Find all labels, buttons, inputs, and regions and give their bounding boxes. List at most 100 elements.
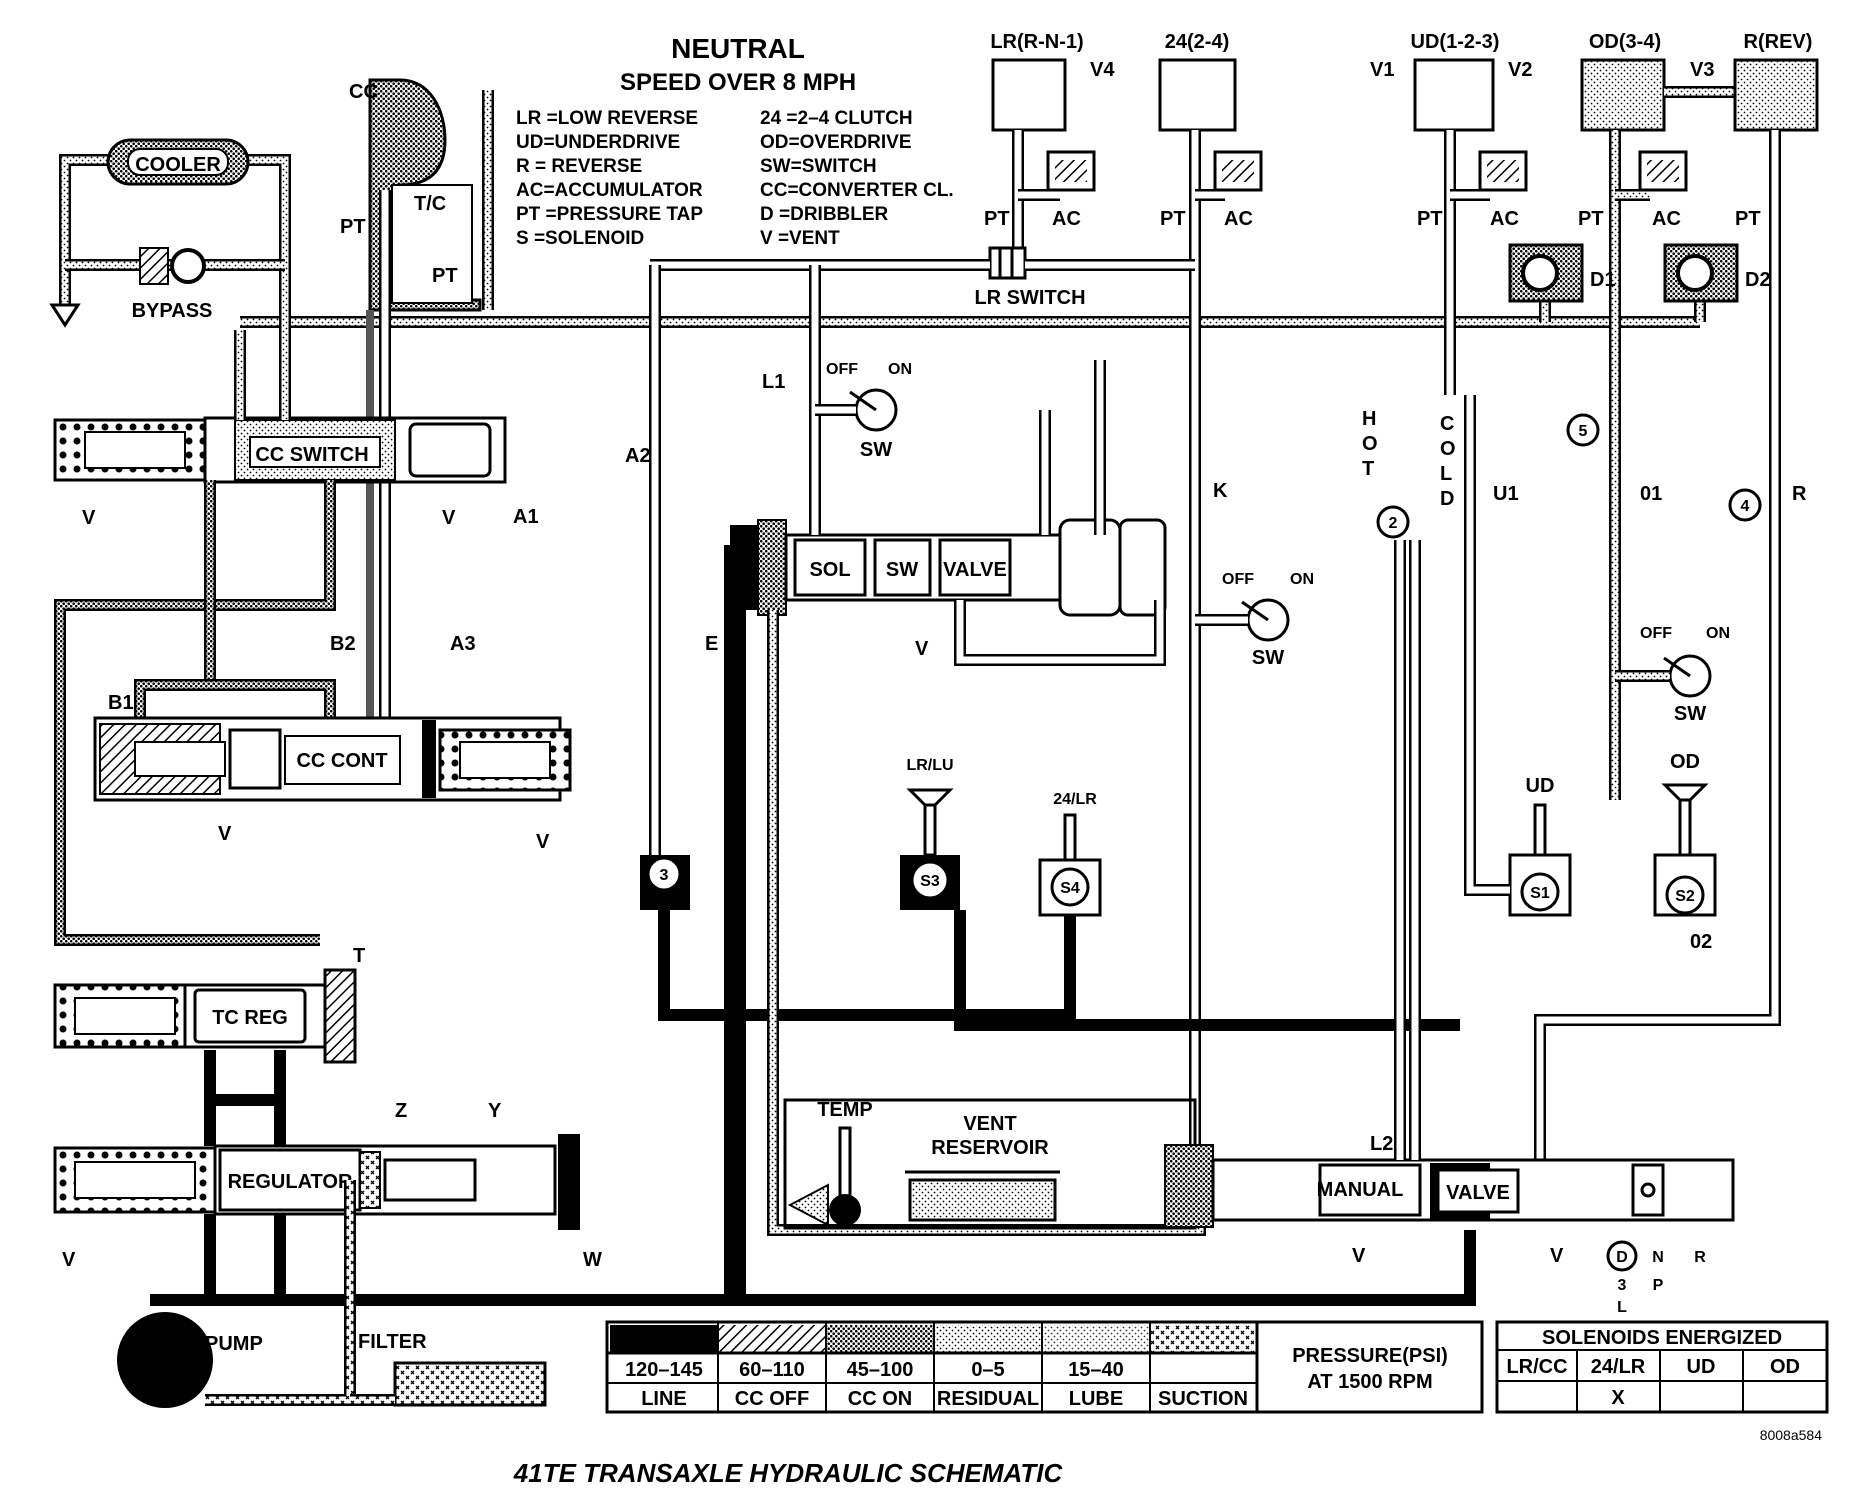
cooler-circuit: COOLER BYPASS — [49, 138, 291, 330]
clutch-rev-label: R(REV) — [1744, 31, 1813, 53]
cc-control-valve: CC CONT B1 B2 A3 V V — [54, 480, 572, 946]
sw1-on-label: ON — [888, 361, 912, 378]
s1-function-label: UD — [1526, 775, 1555, 797]
pressure-switch-l1: L1 OFF ON SW — [762, 361, 912, 461]
diagram-subtitle: SPEED OVER 8 MPH — [620, 69, 856, 96]
sw1-off-label: OFF — [826, 361, 858, 378]
e-label: E — [705, 633, 718, 655]
vent-label-cc-switch-2: V — [442, 507, 456, 529]
hot-label-h: H — [1362, 408, 1376, 430]
w-label: W — [583, 1249, 602, 1271]
legend-right-4: D =DRIBBLER — [760, 204, 889, 225]
cold-label-d: D — [1440, 488, 1454, 510]
ac-label-lr: AC — [1052, 208, 1081, 230]
clutch-ud-label: UD(1-2-3) — [1411, 31, 1500, 53]
sw2-label: SW — [1252, 647, 1284, 669]
ac-label-od: AC — [1652, 208, 1681, 230]
s3-function-label: LR/LU — [906, 757, 953, 774]
clutch-24: 24(2-4) PT AC K — [1158, 31, 1263, 1150]
cooler-label: COOLER — [135, 154, 221, 176]
cc-switch-label: CC SWITCH — [255, 444, 368, 466]
clutch-24-label: 24(2-4) — [1165, 31, 1229, 53]
cold-label-l: L — [1440, 463, 1452, 485]
gear-n-label: N — [1652, 1249, 1664, 1266]
s4-function-label: 24/LR — [1053, 791, 1097, 808]
tc-regulator: TC REG T — [53, 945, 365, 1064]
hot-label-o: O — [1362, 433, 1378, 455]
pressure-name-lube: LUBE — [1069, 1388, 1123, 1410]
clutch-lr: LR(R-N-1) V4 PT AC — [984, 31, 1115, 265]
sw1-label: SW — [860, 439, 892, 461]
u1-label: U1 — [1493, 483, 1519, 505]
vent-label-manual: V — [1352, 1245, 1366, 1267]
pt-label-tc: PT — [340, 216, 366, 238]
pressure-name-cc-off: CC OFF — [735, 1388, 809, 1410]
tc-reg-label: TC REG — [212, 1007, 288, 1029]
v4-label: V4 — [1090, 59, 1115, 81]
clutch-lr-label: LR(R-N-1) — [990, 31, 1083, 53]
sump-arrow-icon — [49, 303, 81, 328]
sw2-on-label: ON — [1290, 571, 1314, 588]
legend-left-5: S =SOLENOID — [516, 228, 644, 249]
temp-label: TEMP — [817, 1099, 873, 1121]
s2-label: S2 — [1675, 888, 1695, 905]
filter-label: FILTER — [358, 1331, 427, 1353]
solenoid-header-ud: UD — [1687, 1356, 1716, 1378]
pt-label-lr: PT — [984, 208, 1010, 230]
vent-label-manual-2: V — [1550, 1245, 1564, 1267]
b1-label: B1 — [108, 692, 134, 714]
pressure-range-cc-off: 60–110 — [739, 1359, 805, 1381]
sw3-off-label: OFF — [1640, 625, 1672, 642]
vent-reservoir: TEMP VENT RESERVOIR — [783, 1098, 1197, 1230]
ac-label-24: AC — [1224, 208, 1253, 230]
pt-label-od: PT — [1578, 208, 1604, 230]
gear-l-label: L — [1617, 1299, 1627, 1316]
check-5-label: 5 — [1579, 423, 1588, 440]
valve-label-sol: VALVE — [943, 559, 1007, 581]
l2-label: L2 — [1370, 1133, 1393, 1155]
lr-switch-label: LR SWITCH — [974, 287, 1085, 309]
pt-label-rev: PT — [1735, 208, 1761, 230]
solenoid-s4: 24/LR S4 — [1038, 791, 1102, 917]
y-label: Y — [488, 1100, 502, 1122]
s4-label: S4 — [1060, 880, 1080, 897]
d2-label: D2 — [1745, 269, 1771, 291]
manual-valve-label: VALVE — [1446, 1182, 1510, 1204]
solenoid-header-24lr: 24/LR — [1591, 1356, 1646, 1378]
figure-code: 8008a584 — [1760, 1427, 1823, 1443]
pressure-name-line: LINE — [641, 1388, 687, 1410]
hot-label-t: T — [1362, 458, 1374, 480]
check-3-label: 3 — [660, 867, 669, 884]
a1-label: A1 — [513, 506, 539, 528]
clutch-rev: R(REV) PT R — [1534, 31, 1819, 1160]
check-2-label: 2 — [1389, 515, 1398, 532]
sw3-label: SW — [1674, 703, 1706, 725]
check-4-label: 4 — [1741, 498, 1750, 515]
manual-valve: MANUAL VALVE L2 V V D 3 L N P R — [1164, 1133, 1735, 1316]
diagram-caption: 41TE TRANSAXLE HYDRAULIC SCHEMATIC — [513, 1458, 1064, 1488]
pump-body — [117, 1312, 213, 1408]
pressure-switch-o1: OFF ON SW — [1615, 625, 1730, 725]
bypass-label: BYPASS — [132, 300, 213, 322]
solenoid-header-od: OD — [1770, 1356, 1800, 1378]
regulator-valve: REGULATOR Z Y W V — [53, 1100, 602, 1271]
b2-label: B2 — [330, 633, 356, 655]
vent-label-cc-cont-2: V — [536, 831, 550, 853]
pressure-range-residual: 0–5 — [971, 1359, 1004, 1381]
gear-p-label: P — [1653, 1277, 1664, 1294]
d1-label: D1 — [1590, 269, 1616, 291]
hot-cold-valve: H O T C O L D 2 U1 5 4 — [1362, 395, 1762, 1160]
legend-right-3: CC=CONVERTER CL. — [760, 180, 954, 201]
lr-switch: LR SWITCH — [650, 246, 1195, 309]
legend-right-1: OD=OVERDRIVE — [760, 132, 912, 153]
s2-function-label: OD — [1670, 751, 1700, 773]
v1-label: V1 — [1370, 59, 1394, 81]
solenoid-switch-valve: SOL SW VALVE V — [730, 265, 1167, 666]
l1-label: L1 — [762, 371, 785, 393]
legend-left-2: R = REVERSE — [516, 156, 642, 177]
r-label: R — [1792, 483, 1807, 505]
legend-left-1: UD=UNDERDRIVE — [516, 132, 680, 153]
legend-left-0: LR =LOW REVERSE — [516, 108, 698, 129]
legend-left-4: PT =PRESSURE TAP — [516, 204, 703, 225]
